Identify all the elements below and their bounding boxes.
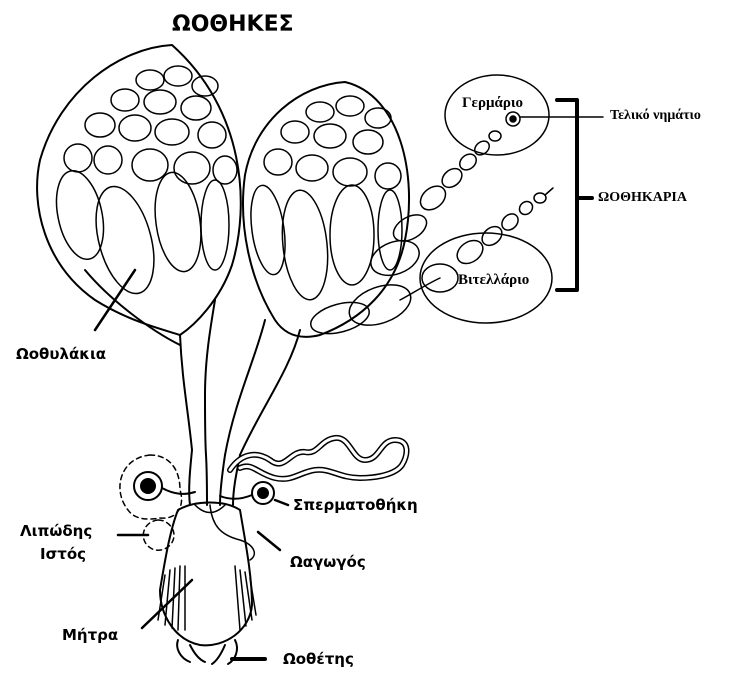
ovariole-chains: [307, 112, 553, 339]
label-spermatothiki: Σπερματοθήκη: [293, 498, 418, 513]
label-vitellario: Βιτελλάριο: [458, 273, 529, 288]
label-teliko-nimatio: Τελικό νημάτιο: [610, 109, 701, 123]
ovarioles-bracket: [557, 100, 577, 290]
label-oagogos: Ωαγωγός: [290, 555, 366, 570]
label-oothkaria: ΩΟΘΗΚΑΡΙΑ: [598, 191, 687, 205]
right-ovary: [243, 82, 409, 337]
germarium-circle: [445, 75, 549, 155]
ovipositor: [177, 640, 237, 664]
left-ovary-cells: [49, 66, 237, 300]
label-oothetis: Ωοθέτης: [283, 652, 354, 667]
label-oothylakia: Ωοθυλάκια: [16, 347, 106, 362]
left-ovary: [37, 45, 241, 335]
diagram-title: ΩΟΘΗΚΕΣ: [172, 14, 294, 36]
label-lipodis: Λιπώδης: [20, 524, 92, 539]
uterus: [160, 503, 252, 646]
right-ovary-cells: [246, 96, 402, 302]
spermatheca-left: [134, 472, 195, 500]
label-mitra: Μήτρα: [62, 628, 118, 643]
coiled-duct: [230, 438, 406, 479]
label-germario: Γερμάριο: [462, 96, 523, 111]
label-istos: Ιστός: [40, 547, 86, 562]
spermatheca-right: [220, 482, 274, 504]
